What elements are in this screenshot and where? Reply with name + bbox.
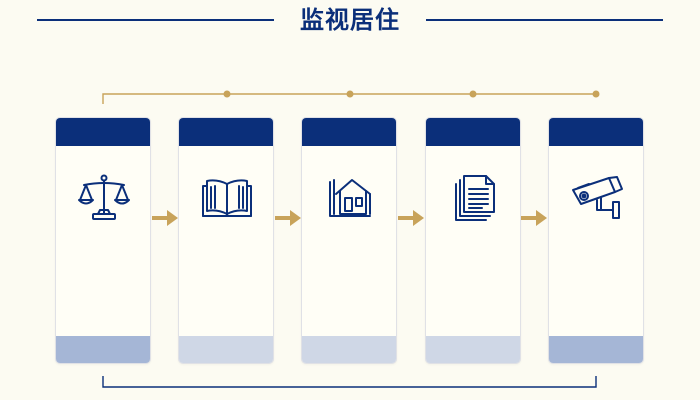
card-footer-bar: [549, 336, 643, 363]
card-footer-bar: [179, 336, 273, 363]
top-connector-dot: [592, 90, 600, 98]
title-rule-left: [37, 19, 274, 21]
security-camera-icon: [569, 170, 625, 226]
card-footer-bar: [426, 336, 520, 363]
step-card-2: [178, 117, 274, 364]
card-header-bar: [302, 118, 396, 146]
card-footer-bar: [56, 336, 150, 363]
top-connector: [102, 93, 596, 104]
scales-of-justice-icon: [76, 170, 132, 226]
card-header-bar: [179, 118, 273, 146]
step-card-5: [548, 117, 644, 364]
step-card-3: [301, 117, 397, 364]
step-card-4: [425, 117, 521, 364]
document-stack-icon: [446, 170, 502, 226]
house-icon: [322, 170, 378, 226]
page-title: 监视居住: [300, 6, 400, 34]
card-header-bar: [549, 118, 643, 146]
open-book-icon: [199, 170, 255, 226]
bottom-connector: [102, 376, 597, 388]
card-footer-bar: [302, 336, 396, 363]
top-connector-dot: [223, 90, 231, 98]
step-card-1: [55, 117, 151, 364]
arrow-right-icon: [150, 207, 180, 229]
arrow-right-icon: [273, 207, 303, 229]
top-connector-dot: [469, 90, 477, 98]
card-header-bar: [426, 118, 520, 146]
arrow-right-icon: [396, 207, 426, 229]
arrow-right-icon: [519, 207, 549, 229]
title-rule-right: [426, 19, 663, 21]
top-connector-dot: [346, 90, 354, 98]
card-header-bar: [56, 118, 150, 146]
